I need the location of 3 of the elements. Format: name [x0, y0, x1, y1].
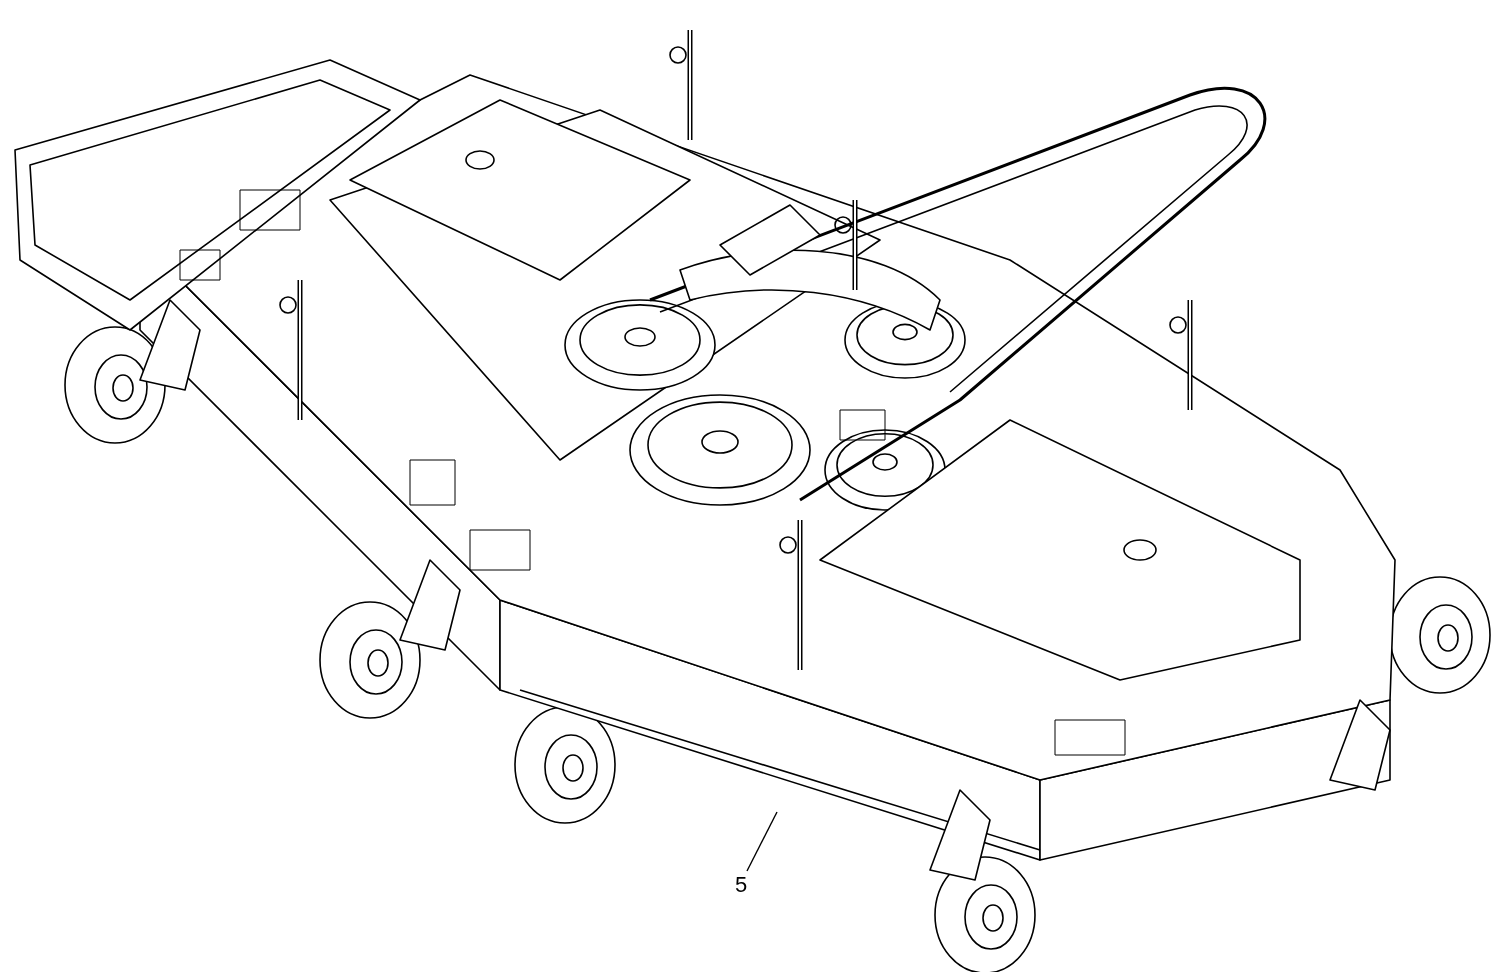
leader-line	[746, 811, 778, 872]
callout-number: 5	[735, 874, 748, 896]
mower-deck-drawing	[14, 29, 1491, 972]
